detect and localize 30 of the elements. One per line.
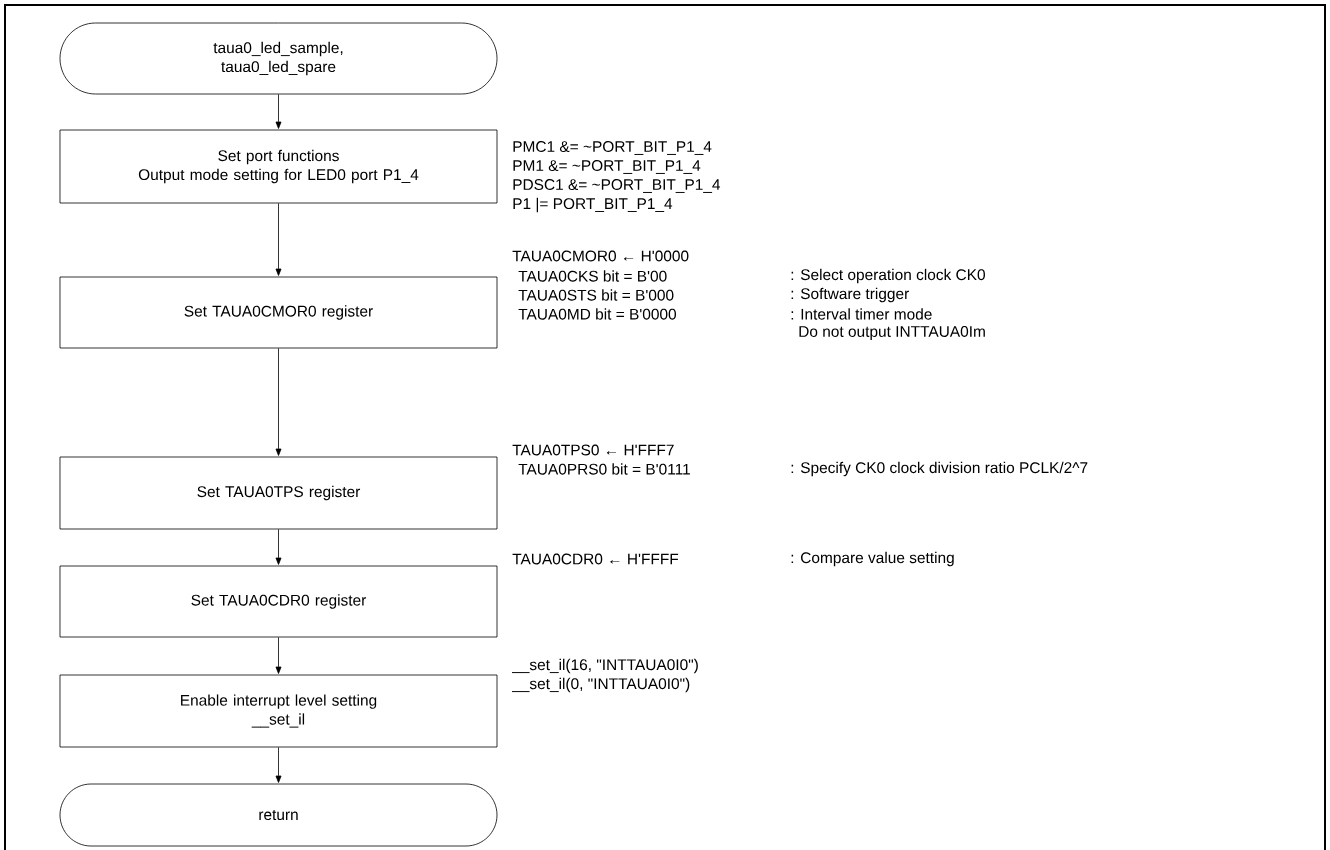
- arrow: [275, 637, 282, 674]
- process-box: Set port functions Output mode setting for LED0 port P1_4: [59, 129, 498, 204]
- code-text: TAUA0CKS bit = B'00: [518, 270, 667, 282]
- code-text: : Specify CK0 clock division ratio PCLK/2^7: [791, 461, 1088, 477]
- code-text: TAUA0MD bit = B'0000: [518, 308, 677, 320]
- code-text: TAUA0STS bit = B'000: [518, 289, 674, 301]
- code-text: __set_il(16, "INTTAUA0I0"): [511, 658, 698, 674]
- code-text: __set_il(0, "INTTAUA0I0"): [511, 677, 690, 693]
- process-box: Set TAUA0TPS register: [59, 456, 498, 530]
- code-text: TAUA0PRS0 bit = B'0111: [518, 463, 690, 475]
- process-box: Enable interrupt level setting __set_il: [59, 674, 498, 748]
- code-text: : Compare value setting: [791, 551, 954, 567]
- arrow: [275, 529, 282, 565]
- code-text: PMC1 &= ~PORT_BIT_P1_4: [513, 141, 712, 155]
- code-text: PM1 &= ~PORT_BIT_P1_4: [513, 160, 701, 174]
- code-text: PDSC1 &= ~PORT_BIT_P1_4: [513, 179, 721, 193]
- code-text: TAUA0CDR0 ← H'FFFF: [512, 553, 679, 565]
- code-text: : Select operation clock CK0: [791, 268, 985, 284]
- code-text: TAUA0CMOR0 ← H'0000: [512, 250, 689, 262]
- arrow: [275, 94, 282, 129]
- code-text: : Software trigger: [791, 287, 909, 303]
- arrow: [275, 348, 282, 456]
- code-text: TAUA0TPS0 ← H'FFF7: [512, 444, 674, 456]
- process-box: Set TAUA0CDR0 register: [59, 565, 498, 638]
- arrow: [275, 203, 282, 276]
- code-text: P1 |= PORT_BIT_P1_4: [513, 197, 673, 213]
- code-text: : Interval timer mode: [791, 308, 932, 320]
- arrow: [275, 747, 282, 783]
- process-box: Set TAUA0CMOR0 register: [59, 276, 498, 349]
- code-text: Do not output INTTAUA0Im: [799, 326, 985, 340]
